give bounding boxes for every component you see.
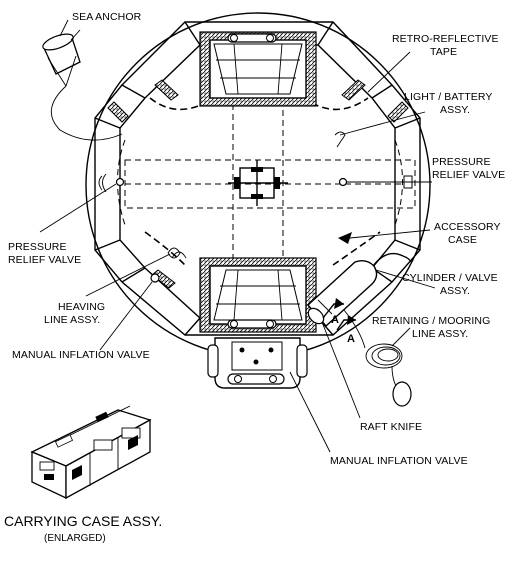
cylinder-valve xyxy=(307,252,412,328)
section-a-lower-label: A xyxy=(347,333,355,345)
bottom-boarding-station xyxy=(199,257,317,333)
label-sea-anchor: SEA ANCHOR xyxy=(72,11,142,23)
pressure-relief-valve-left xyxy=(115,177,125,187)
labels: SEA ANCHOR RETRO-REFLECTIVE TAPE LIGHT /… xyxy=(4,11,505,544)
label-raft-knife: RAFT KNIFE xyxy=(360,421,422,433)
label-pressure-relief-left-2: RELIEF VALVE xyxy=(8,254,81,266)
sea-anchor xyxy=(42,29,123,141)
label-cylinder-valve-2: ASSY. xyxy=(440,285,470,297)
label-cylinder-valve-1: CYLINDER / VALVE xyxy=(402,272,498,284)
section-a-markers: A A xyxy=(322,298,356,345)
pressure-relief-valve-right xyxy=(338,177,348,187)
label-light-battery-2: ASSY. xyxy=(440,104,470,116)
label-retro-reflective-2: TAPE xyxy=(430,46,457,58)
manual-inflation-housing xyxy=(207,337,308,389)
label-retaining-mooring-1: RETAINING / MOORING xyxy=(372,315,490,327)
section-a-upper-label: A xyxy=(331,314,339,326)
raft-body: A A xyxy=(85,12,431,407)
label-accessory-case-1: ACCESSORY xyxy=(434,221,501,233)
leader-lines xyxy=(39,19,436,453)
label-retro-reflective-1: RETRO-REFLECTIVE xyxy=(392,33,499,45)
label-pressure-relief-right-1: PRESSURE xyxy=(432,156,491,168)
label-pressure-relief-right-2: RELIEF VALVE xyxy=(432,169,505,181)
label-manual-inflation-left: MANUAL INFLATION VALVE xyxy=(12,349,150,361)
label-light-battery-1: LIGHT / BATTERY xyxy=(404,91,492,103)
label-carrying-case-title: CARRYING CASE ASSY. xyxy=(4,513,162,529)
label-retaining-mooring-2: LINE ASSY. xyxy=(412,328,468,340)
label-accessory-case-2: CASE xyxy=(448,234,477,246)
label-manual-inflation-bottom: MANUAL INFLATION VALVE xyxy=(330,455,468,467)
label-heaving-line-2: LINE ASSY. xyxy=(44,314,100,326)
label-carrying-case-sub: (ENLARGED) xyxy=(44,533,106,544)
heaving-line-coil xyxy=(150,247,187,283)
carrying-case xyxy=(30,405,152,500)
top-boarding-station xyxy=(199,31,317,107)
label-heaving-line-1: HEAVING xyxy=(58,301,105,313)
label-pressure-relief-left-1: PRESSURE xyxy=(8,241,67,253)
mooring-line-coil xyxy=(343,309,412,407)
center-fitting xyxy=(228,160,288,206)
